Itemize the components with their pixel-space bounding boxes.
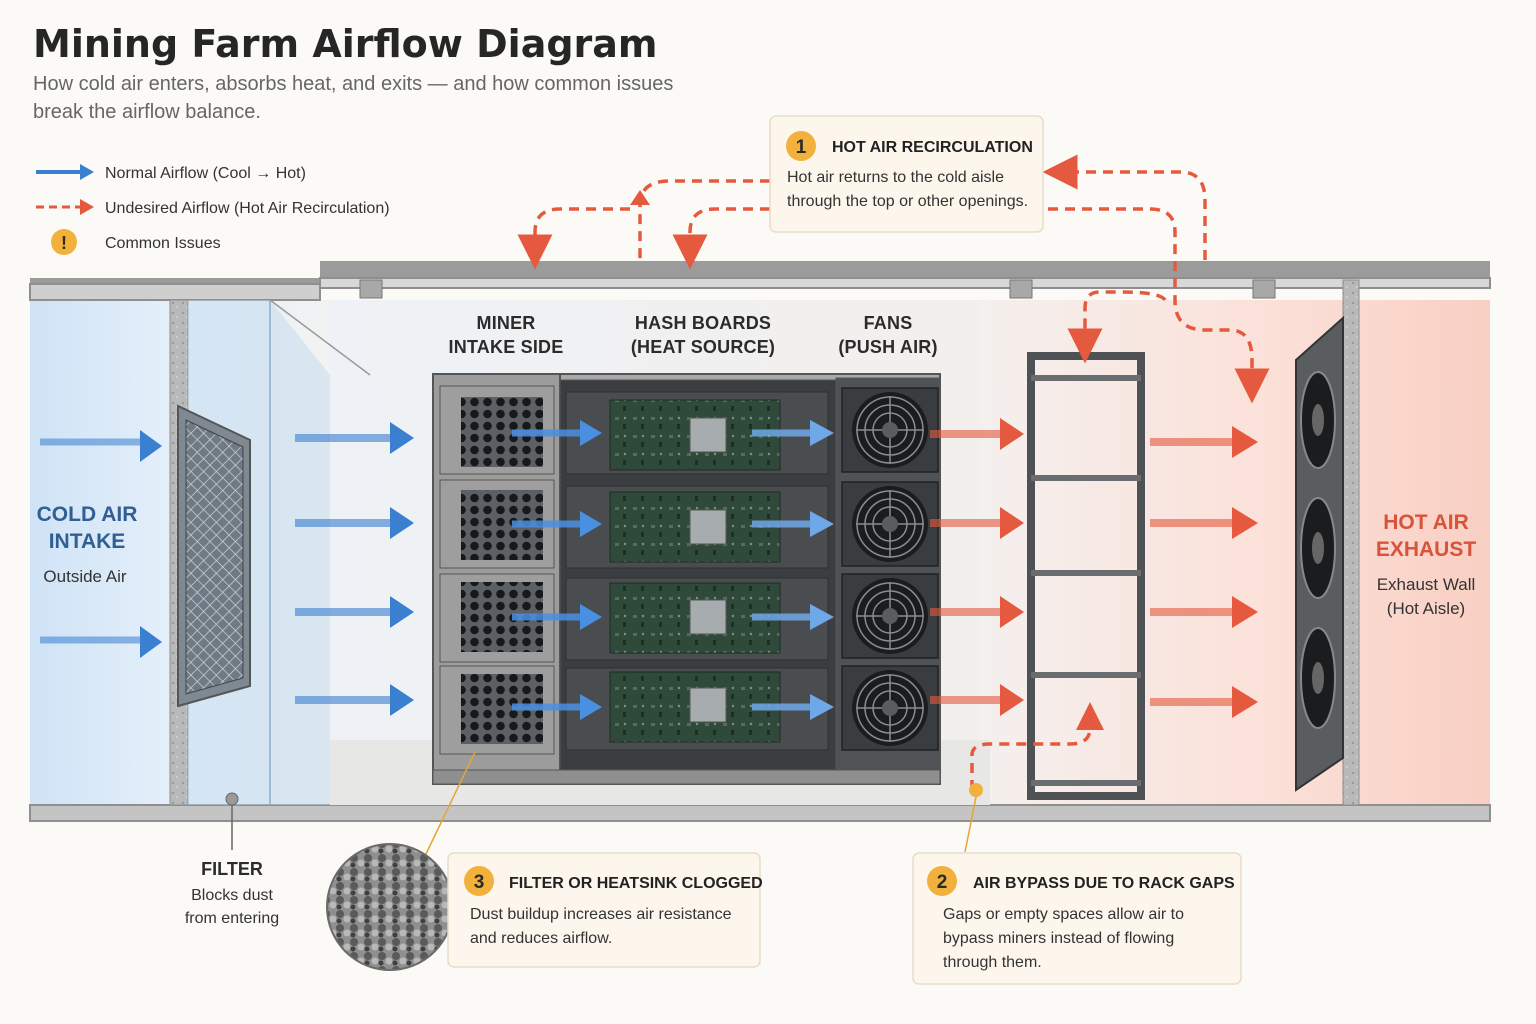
issue-badge-1: [786, 131, 816, 161]
issue-body-1-line-1: Hot air returns to the cold aisle: [787, 169, 1004, 186]
legend-normal-label: Normal Airflow (Cool → Hot): [105, 165, 306, 182]
heatsink: [689, 509, 727, 545]
ceiling-bracket-3: [1252, 279, 1276, 299]
legend-issue-icon: [51, 229, 77, 255]
legend-undesired-arrow-head: [80, 199, 94, 215]
cold-zone-title-line-2: INTAKE: [49, 530, 126, 553]
issue-body-1-line-2: through the top or other openings.: [787, 193, 1028, 210]
exhaust-wall: [1295, 279, 1360, 806]
issue-number-2: 2: [937, 872, 948, 893]
issue-card-1: 1 HOT AIR RECIRCULATION Hot air returns …: [769, 115, 1044, 233]
issue-badge-3: [464, 866, 494, 896]
column-label-intake-line-2: INTAKE SIDE: [449, 337, 564, 357]
heatsink: [689, 599, 727, 635]
cold-zone-title-line-1: COLD AIR: [37, 503, 138, 526]
hot-airflow-arrows: [930, 418, 1258, 718]
floor-slab: [29, 804, 1491, 822]
issue-body-2-line-2: bypass miners instead of flowing: [943, 930, 1174, 947]
hot-zone-title-line-1: HOT AIR: [1383, 511, 1469, 534]
issue-badge-2: [927, 866, 957, 896]
cold-airflow-arrows: [40, 422, 414, 716]
issue-body-3-line-2: and reduces airflow.: [470, 930, 612, 947]
issue-title-1: HOT AIR RECIRCULATION: [832, 139, 1033, 156]
heatsink: [689, 417, 727, 453]
legend-undesired-label: Undesired Airflow (Hot Air Recirculation…: [105, 200, 390, 217]
column-label-hash-line-2: (HEAT SOURCE): [631, 337, 775, 357]
issue-number-1: 1: [796, 137, 807, 158]
issue-2-callout-line: [964, 796, 977, 853]
heatsink: [689, 687, 727, 723]
issue-3-callout-line: [424, 751, 476, 857]
cold-zone-sub: Outside Air: [43, 567, 126, 586]
column-label-hash-line-1: HASH BOARDS: [635, 313, 771, 333]
column-label-intake-line-1: MINER: [477, 313, 536, 333]
ceiling-left: [29, 283, 321, 301]
legend-issues-label: Common Issues: [105, 235, 221, 252]
fan: [841, 481, 939, 567]
issue-card-2: 2 AIR BYPASS DUE TO RACK GAPS Gaps or em…: [912, 783, 1242, 985]
issue-body-3-line-1: Dust buildup increases air resistance: [470, 906, 732, 923]
issue-body-2-line-1: Gaps or empty spaces allow air to: [943, 906, 1184, 923]
column-label-fans-line-2: (PUSH AIR): [838, 337, 937, 357]
miner-unit-3: [439, 573, 939, 663]
intake-duct-top-edge: [269, 299, 371, 376]
column-label-fans-line-1: FANS: [864, 313, 913, 333]
hot-zone-title-line-2: EXHAUST: [1376, 538, 1477, 561]
legend: Normal Airflow (Cool → Hot) Undesired Ai…: [36, 164, 390, 255]
issue-title-3: FILTER OR HEATSINK CLOGGED: [509, 875, 763, 892]
issue-2-marker: [969, 783, 983, 797]
hot-zone-sub-line-1: Exhaust Wall: [1377, 575, 1476, 594]
legend-normal-arrow-head: [80, 164, 94, 180]
internal-airflow-arrows: [512, 420, 834, 720]
ceiling-slab-top: [30, 261, 1490, 284]
filter-marker: [225, 792, 239, 806]
issue-body-2-line-3: through them.: [943, 954, 1042, 971]
hot-zone-sub-line-2: (Hot Aisle): [1387, 599, 1465, 618]
recirculation-up-arrowhead: [630, 190, 650, 205]
filter-panel: [177, 404, 251, 708]
page-title: Mining Farm Airflow Diagram: [33, 22, 658, 66]
legend-issue-symbol: !: [61, 233, 67, 253]
issue-card-3: 3 FILTER OR HEATSINK CLOGGED Dust buildu…: [326, 751, 763, 971]
ceiling-bracket-2: [1009, 279, 1033, 299]
filter-sub-line-2: from entering: [185, 910, 279, 927]
filter-title: FILTER: [201, 859, 263, 879]
subtitle-line-2: break the airflow balance.: [33, 101, 261, 123]
issue-number-3: 3: [474, 872, 485, 893]
subtitle-line-1: How cold air enters, absorbs heat, and e…: [33, 73, 673, 95]
ceiling-main: [319, 277, 1491, 289]
fan: [841, 573, 939, 659]
fan: [841, 665, 939, 751]
ceiling-bracket-1: [359, 279, 383, 299]
fan: [841, 387, 939, 473]
issue-title-2: AIR BYPASS DUE TO RACK GAPS: [973, 875, 1235, 892]
filter-sub-line-1: Blocks dust: [191, 887, 273, 904]
dust-clog-magnifier: [326, 843, 454, 971]
